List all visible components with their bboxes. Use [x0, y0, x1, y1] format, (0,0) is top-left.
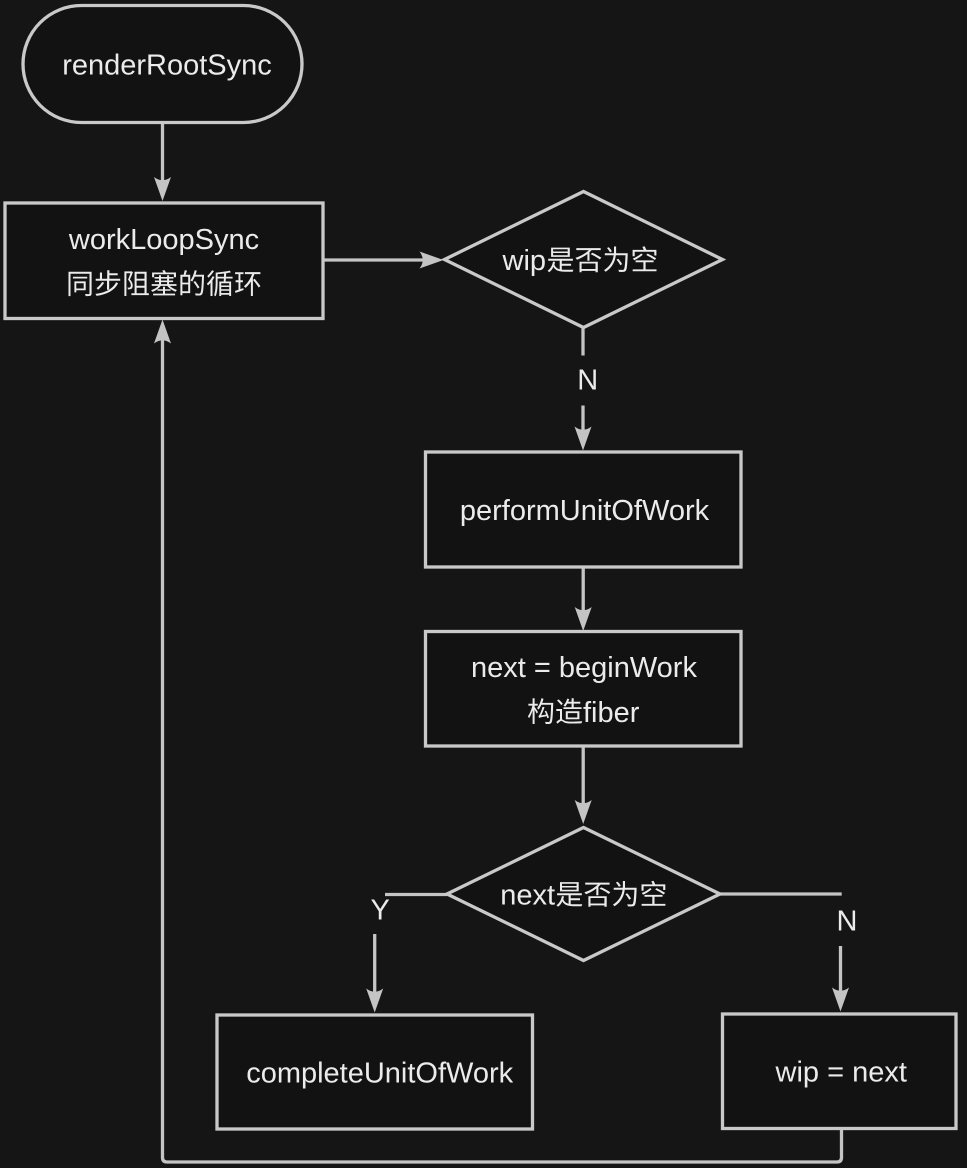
svg-text:performUnitOfWork: performUnitOfWork [460, 495, 710, 527]
svg-text:renderRootSync: renderRootSync [62, 50, 272, 82]
svg-text:Y: Y [371, 895, 390, 927]
svg-text:completeUnitOfWork: completeUnitOfWork [246, 1058, 513, 1090]
svg-text:N: N [577, 365, 598, 397]
svg-text:workLoopSync: workLoopSync [68, 224, 259, 256]
svg-text:fiber: fiber [583, 697, 640, 729]
svg-text:next = beginWork: next = beginWork [471, 652, 697, 684]
svg-text:wip = next: wip = next [775, 1057, 907, 1089]
svg-text:N: N [837, 906, 858, 938]
svg-text:next: next [500, 880, 555, 912]
svg-text:wip: wip [502, 245, 547, 277]
